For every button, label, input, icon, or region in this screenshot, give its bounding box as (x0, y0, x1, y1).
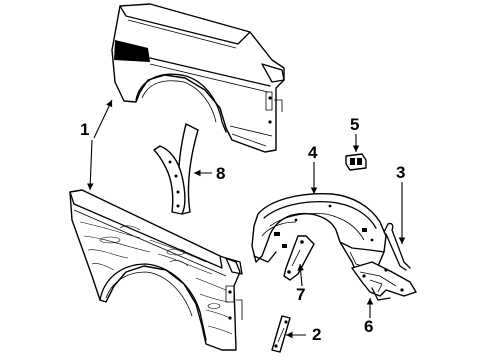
callout-2: 2 (312, 325, 321, 344)
callout-3: 3 (396, 163, 405, 182)
callout-4: 4 (308, 143, 318, 162)
strap (271, 315, 291, 353)
support-rod (383, 222, 411, 271)
lower-fender (69, 189, 243, 351)
wheel-opening-molding (153, 123, 199, 215)
leader-7 (297, 263, 304, 287)
inner-wheelhouse (251, 192, 387, 273)
leader-lines (86, 99, 406, 339)
mounting-bracket (351, 261, 417, 301)
retainer-clip (345, 153, 367, 171)
callout-5: 5 (350, 115, 359, 134)
callout-6: 6 (364, 317, 373, 336)
callout-8: 8 (216, 164, 225, 183)
callout-1: 1 (80, 120, 89, 139)
upper-fender (111, 3, 285, 153)
brace (283, 235, 315, 281)
leader-1-lower (86, 139, 94, 191)
callout-7: 7 (296, 285, 305, 304)
leader-1-upper (93, 99, 113, 139)
